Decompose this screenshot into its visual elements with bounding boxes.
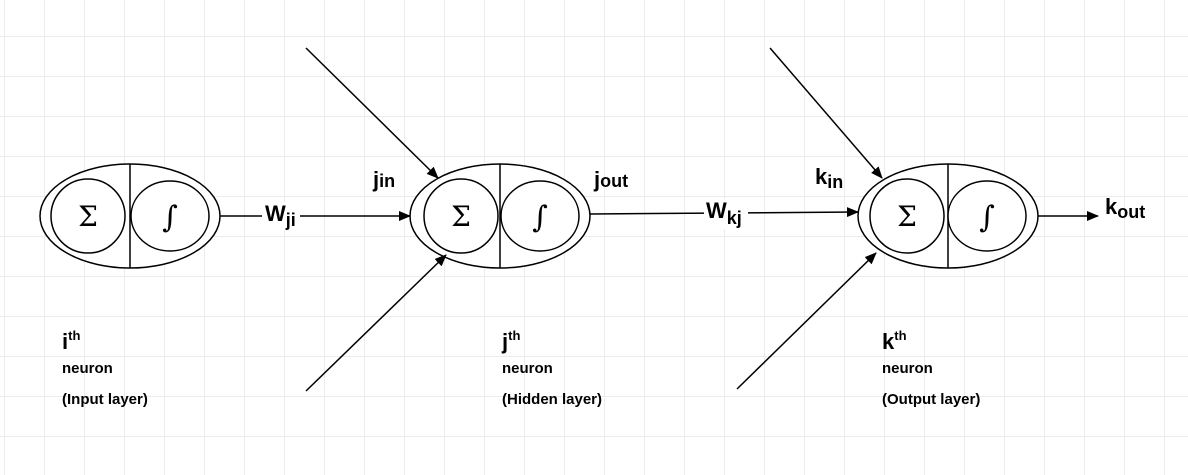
j-input-base: j <box>372 167 379 192</box>
j-input-sub: in <box>379 171 395 191</box>
j-input-label: jin <box>372 167 395 192</box>
integral-icon: ∫ <box>162 200 178 235</box>
neuron-k: Σ ∫ <box>857 163 1039 269</box>
caption-k-word: neuron <box>882 360 933 377</box>
neuron-i: Σ ∫ <box>39 163 221 269</box>
weight-kj-label: Wkj <box>706 198 742 228</box>
weight-ji-sub: ji <box>285 210 296 230</box>
incoming-bottom-arrow-k <box>736 252 877 390</box>
j-output-base: j <box>593 167 600 192</box>
caption-i-superscript: th <box>68 328 80 343</box>
caption-j-layer: (Hidden layer) <box>502 391 602 408</box>
weight-kj-base: W <box>706 198 727 223</box>
caption-k-index: k <box>882 329 895 354</box>
neuron-j-activation-node <box>500 180 580 252</box>
summation-icon: Σ <box>78 200 98 233</box>
k-input-sub: in <box>827 172 843 192</box>
k-output-sub: out <box>1117 202 1145 222</box>
incoming-top-arrow-k <box>769 47 883 179</box>
caption-j-index: j <box>501 329 508 354</box>
weight-ji-label: Wji <box>265 201 296 230</box>
neuron-j: Σ ∫ <box>409 163 591 269</box>
k-input-label: kin <box>815 164 843 192</box>
weight-ji-base: W <box>265 201 286 226</box>
weight-kj-sub: kj <box>727 208 742 228</box>
neuron-j-sum-node <box>423 178 499 254</box>
caption-i-word: neuron <box>62 360 113 377</box>
caption-k: kth neuron (Output layer) <box>882 328 980 408</box>
caption-i-ordinal: ith <box>62 328 80 354</box>
caption-j-superscript: th <box>508 328 520 343</box>
integral-icon: ∫ <box>979 200 995 235</box>
caption-j-word: neuron <box>502 360 553 377</box>
caption-i: ith neuron (Input layer) <box>62 328 148 408</box>
incoming-top-arrow-j <box>305 47 439 179</box>
caption-k-layer: (Output layer) <box>882 391 980 408</box>
neuron-i-sum-node <box>50 178 126 254</box>
neuron-i-activation-node <box>130 180 210 252</box>
caption-j: jth neuron (Hidden layer) <box>501 328 602 408</box>
integral-icon: ∫ <box>532 200 548 235</box>
k-output-base: k <box>1105 194 1118 219</box>
weight-ji-label-bg <box>262 202 300 230</box>
k-output-label: kout <box>1105 194 1145 222</box>
j-output-label: jout <box>593 167 628 192</box>
caption-i-index: i <box>62 329 68 354</box>
summation-icon: Σ <box>897 200 917 233</box>
incoming-bottom-arrow-j <box>305 254 447 392</box>
k-input-base: k <box>815 164 828 189</box>
caption-j-ordinal: jth <box>501 328 520 354</box>
caption-i-layer: (Input layer) <box>62 391 148 408</box>
summation-icon: Σ <box>451 200 471 233</box>
j-output-sub: out <box>600 171 628 191</box>
caption-k-superscript: th <box>894 328 906 343</box>
caption-k-ordinal: kth <box>882 328 907 354</box>
neuron-k-activation-node <box>947 180 1027 252</box>
neuron-k-sum-node <box>869 178 945 254</box>
weight-kj-label-bg <box>704 199 748 229</box>
